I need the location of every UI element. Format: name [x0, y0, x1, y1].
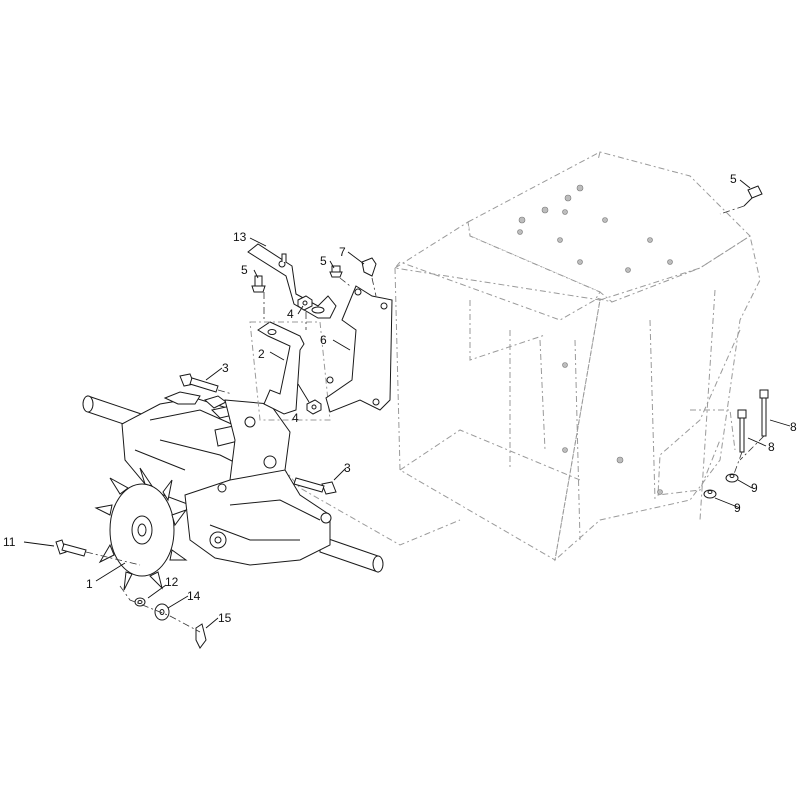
callout-8-right: 8: [790, 420, 797, 434]
bolt-8a: [759, 389, 769, 437]
callout-11: 11: [3, 535, 16, 549]
callout-8-left: 8: [768, 440, 775, 454]
callout-5-left: 5: [241, 263, 248, 277]
callout-4-upper: 4: [287, 307, 294, 321]
callout-5-middle: 5: [320, 254, 327, 268]
cooling-fan: [94, 467, 188, 591]
washer-14: [154, 603, 170, 621]
leader-lines: [23, 179, 791, 629]
cotter-pin-15: [195, 623, 207, 649]
callout-1: 1: [86, 577, 93, 591]
clip-7: [361, 257, 377, 277]
nut-12: [134, 597, 146, 607]
assembly-lines: [85, 205, 765, 633]
bracket-13: [247, 243, 337, 319]
bolt-5b: [329, 265, 343, 278]
bolt-3a: [179, 373, 219, 393]
callout-5-right: 5: [730, 172, 737, 186]
nut-4a: [297, 295, 313, 311]
nut-9b: [703, 489, 717, 499]
callout-labels: 1 2 3 3 4 4 5 5 5 6 7 8 8 9 9 11 12 13 1…: [3, 172, 797, 625]
callout-3-lower: 3: [344, 461, 351, 475]
bolt-11: [55, 539, 87, 557]
bolt-5c: [743, 185, 763, 207]
callout-7: 7: [339, 245, 346, 259]
phantom-frame: [282, 151, 761, 562]
callout-6: 6: [320, 333, 327, 347]
bolt-3b: [293, 477, 337, 495]
transmission-assembly: [82, 391, 384, 573]
callout-13: 13: [233, 230, 247, 244]
callout-3-upper: 3: [222, 361, 229, 375]
callout-9-upper: 9: [751, 481, 758, 495]
callout-4-lower: 4: [292, 411, 299, 425]
callout-14: 14: [187, 589, 201, 603]
bracket-2: [257, 321, 305, 415]
bracket-6: [325, 285, 393, 413]
nut-4b: [306, 399, 322, 415]
callout-15: 15: [218, 611, 232, 625]
callout-9-lower: 9: [734, 501, 741, 515]
callout-12: 12: [165, 575, 179, 589]
bolt-8b: [737, 409, 747, 453]
callout-2: 2: [258, 347, 265, 361]
bolt-5a: [251, 275, 266, 293]
nut-9a: [725, 473, 739, 483]
